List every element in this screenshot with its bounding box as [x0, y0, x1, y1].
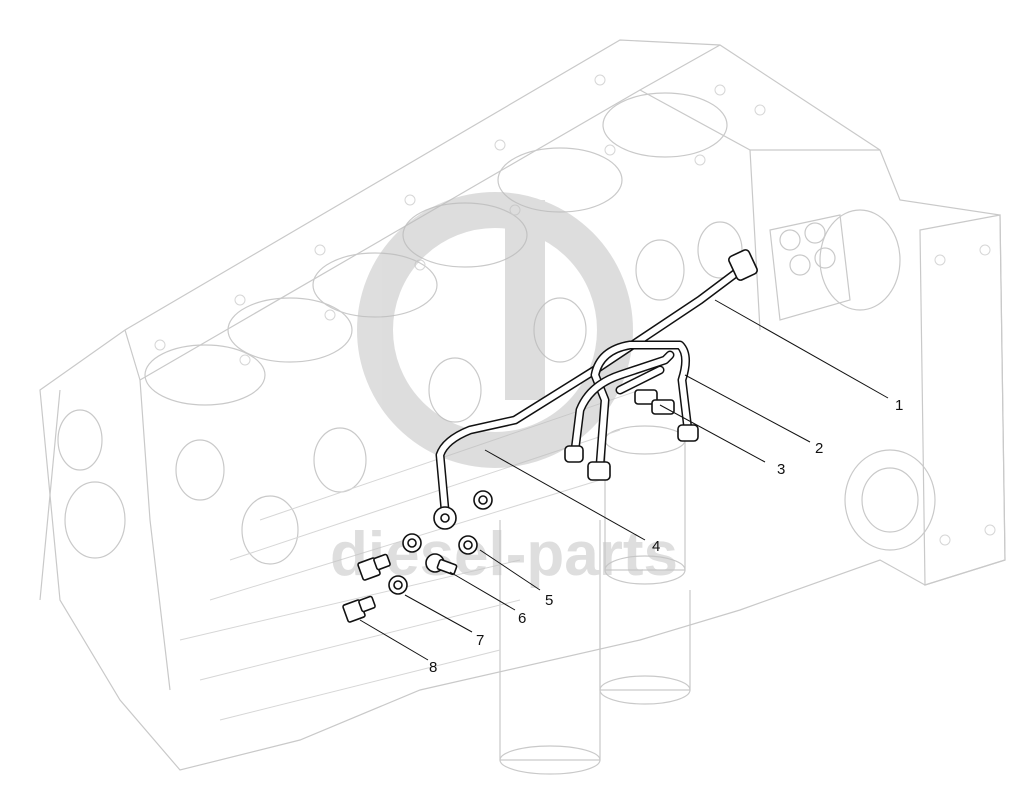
callout-2: 2 — [815, 440, 823, 457]
watermark-text: diesel-parts — [330, 520, 678, 589]
pipe-clamp — [634, 389, 658, 405]
callout-7: 7 — [476, 632, 484, 649]
callout-6: 6 — [518, 610, 526, 627]
callout-4: 4 — [652, 538, 660, 555]
fuel-pipe-long — [433, 249, 758, 530]
watermark-logo — [357, 192, 633, 468]
banjo-bolt — [425, 553, 458, 576]
engine-block-ghost — [39, 39, 1006, 775]
callout-labels: 1 2 3 4 5 6 7 8 — [429, 397, 903, 676]
plug-screws — [342, 553, 391, 623]
callout-3: 3 — [777, 461, 785, 478]
leader-lines — [359, 299, 889, 661]
callout-8: 8 — [429, 659, 437, 676]
sealing-washers — [388, 490, 493, 595]
callout-5: 5 — [545, 592, 553, 609]
callout-1: 1 — [895, 397, 903, 414]
